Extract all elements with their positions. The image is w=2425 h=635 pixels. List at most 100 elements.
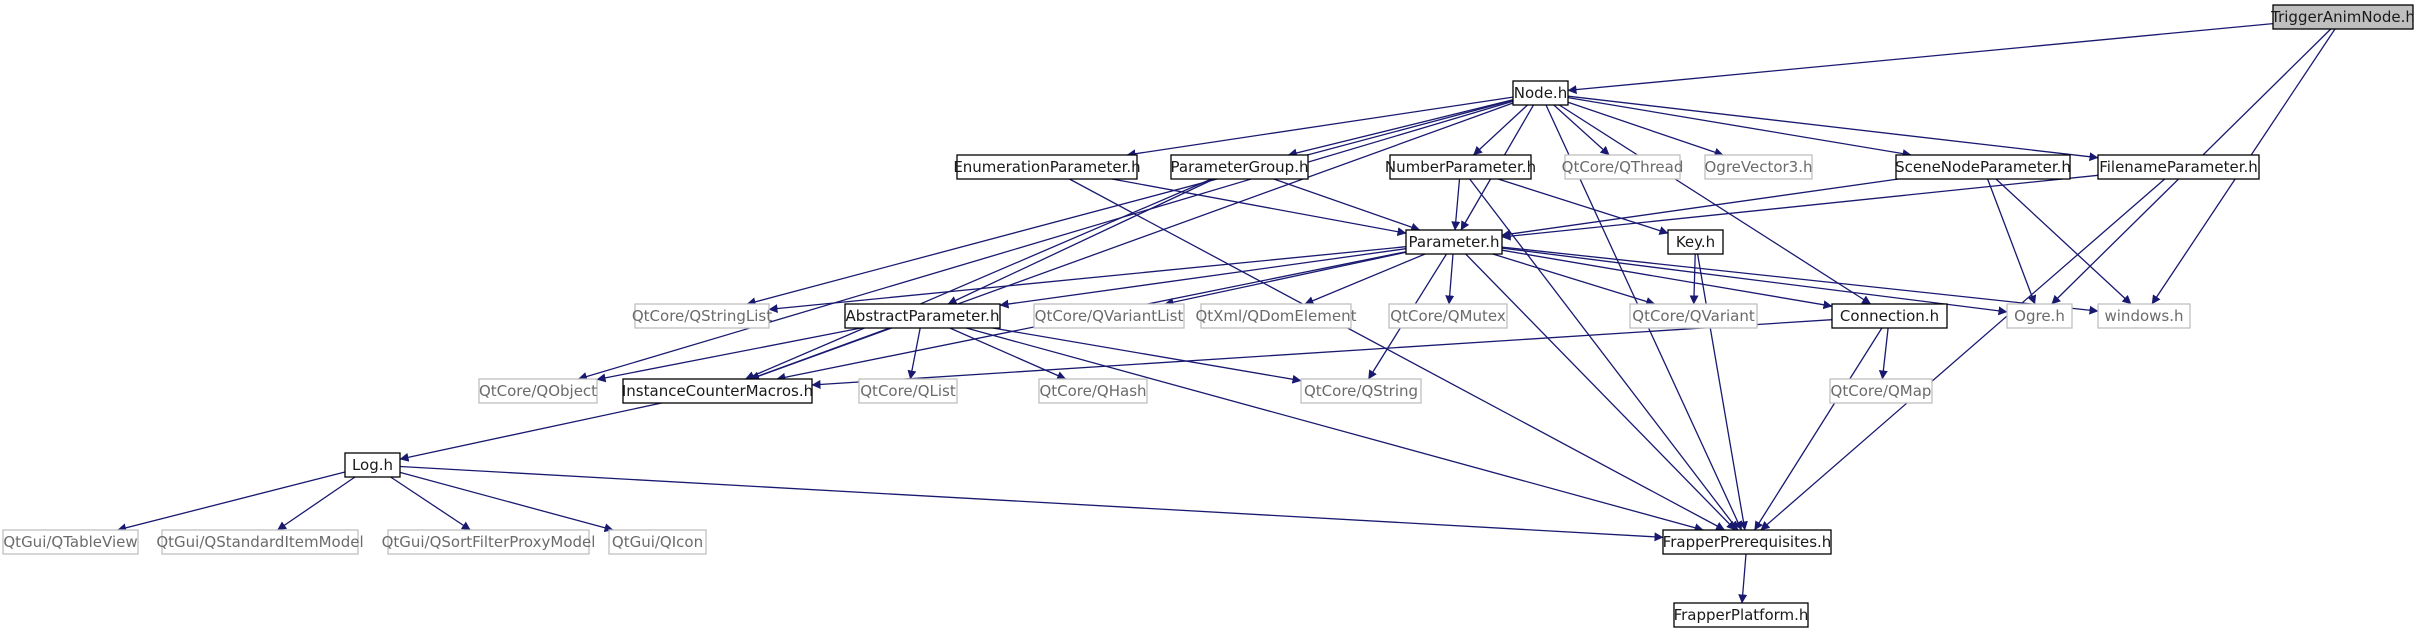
node-box bbox=[844, 303, 1001, 329]
node-box bbox=[161, 529, 359, 555]
edge-param-to-windows bbox=[1501, 246, 2099, 315]
edge-enum-to-prereq bbox=[1069, 178, 1725, 531]
node-label: FilenameParameter.h bbox=[2099, 158, 2258, 176]
node-box bbox=[1388, 303, 1508, 329]
node-box bbox=[1662, 529, 1832, 555]
node-label: QtCore/QList bbox=[860, 382, 956, 400]
node-filename[interactable]: FilenameParameter.h bbox=[2097, 154, 2260, 180]
edge-node-to-qstringlist bbox=[746, 99, 1514, 307]
node-label: QtCore/QVariant bbox=[1632, 307, 1755, 325]
node-box bbox=[1564, 154, 1681, 180]
node-qicon: QtGui/QIcon bbox=[608, 529, 707, 555]
node-label: Parameter.h bbox=[1409, 233, 1500, 251]
node-label: Log.h bbox=[352, 456, 393, 474]
edge-connection-to-qmap bbox=[1878, 327, 1889, 380]
edge-node-to-qobject bbox=[577, 100, 1514, 381]
edge-param-to-qstringlist bbox=[768, 246, 1407, 314]
node-qtableview: QtGui/QTableView bbox=[2, 529, 139, 555]
node-label: ParameterGroup.h bbox=[1171, 158, 1309, 176]
node-icmacros[interactable]: InstanceCounterMacros.h bbox=[622, 378, 813, 404]
edge-param-to-qdom bbox=[1304, 253, 1426, 305]
edge-abstract-to-qobject bbox=[596, 327, 862, 383]
node-scenenode[interactable]: SceneNodeParameter.h bbox=[1895, 154, 2071, 180]
node-box bbox=[1300, 378, 1422, 404]
node-qvariantlist: QtCore/QVariantList bbox=[1033, 303, 1185, 329]
node-box bbox=[344, 452, 401, 478]
node-box bbox=[1704, 154, 1813, 180]
node-qdom: QtXml/QDomElement bbox=[1195, 303, 1357, 329]
node-qstring: QtCore/QString bbox=[1300, 378, 1422, 404]
edge-log-to-qsfpm bbox=[390, 476, 471, 531]
edge-pgroup-to-param bbox=[1273, 178, 1421, 232]
node-ogrevec: OgreVector3.h bbox=[1704, 154, 1813, 180]
node-param[interactable]: Parameter.h bbox=[1405, 229, 1503, 255]
node-box bbox=[1038, 378, 1148, 404]
node-qsfpm: QtGui/QSortFilterProxyModel bbox=[382, 529, 595, 555]
edge-key-to-prereq bbox=[1696, 253, 1748, 531]
node-label: OgreVector3.h bbox=[1704, 158, 1812, 176]
node-trigger[interactable]: TriggerAnimNode.h bbox=[2270, 4, 2415, 30]
node-key[interactable]: Key.h bbox=[1667, 229, 1724, 255]
node-label: QtCore/QVariantList bbox=[1035, 307, 1184, 325]
node-node[interactable]: Node.h bbox=[1512, 80, 1569, 106]
edge-enum-to-param bbox=[1111, 178, 1407, 237]
node-pgroup[interactable]: ParameterGroup.h bbox=[1170, 154, 1309, 180]
edge-node-to-qthread bbox=[1553, 104, 1610, 156]
node-box bbox=[1831, 303, 1948, 329]
node-qstringlist: QtCore/QStringList bbox=[632, 303, 772, 329]
edge-prereq-to-platform bbox=[1738, 553, 1748, 604]
node-label: Connection.h bbox=[1840, 307, 1939, 325]
node-label: QtGui/QIcon bbox=[612, 533, 703, 551]
node-label: Ogre.h bbox=[2014, 307, 2065, 325]
edge-abstract-to-prereq bbox=[966, 327, 1704, 533]
node-box bbox=[956, 154, 1138, 180]
edge-trigger-to-node bbox=[1567, 22, 2274, 95]
edge-filename-to-prereq bbox=[1760, 178, 2166, 531]
node-label: EnumerationParameter.h bbox=[953, 158, 1140, 176]
node-box bbox=[387, 529, 590, 555]
node-box bbox=[2006, 303, 2073, 329]
edge-node-to-number bbox=[1473, 104, 1528, 156]
node-label: QtXml/QDomElement bbox=[1195, 307, 1356, 325]
edge-pgroup-to-abstract bbox=[947, 178, 1215, 305]
node-prereq[interactable]: FrapperPrerequisites.h bbox=[1662, 529, 1832, 555]
edge-log-to-qtableview bbox=[117, 471, 346, 533]
node-enum[interactable]: EnumerationParameter.h bbox=[953, 154, 1141, 180]
node-box bbox=[1512, 80, 1569, 106]
node-label: QtCore/QMap bbox=[1831, 382, 1932, 400]
node-box bbox=[1673, 602, 1809, 628]
node-box bbox=[1200, 303, 1352, 329]
node-box bbox=[608, 529, 707, 555]
edge-param-to-qvariant bbox=[1492, 253, 1656, 306]
node-box bbox=[858, 378, 958, 404]
node-label: QtCore/QHash bbox=[1039, 382, 1146, 400]
node-number[interactable]: NumberParameter.h bbox=[1385, 154, 1536, 180]
node-label: AbstractParameter.h bbox=[846, 307, 1000, 325]
node-connection[interactable]: Connection.h bbox=[1831, 303, 1948, 329]
edge-node-to-scenenode bbox=[1567, 96, 1912, 159]
node-abstract[interactable]: AbstractParameter.h bbox=[844, 303, 1001, 329]
node-label: QtCore/QStringList bbox=[632, 307, 772, 325]
edge-param-to-abstract bbox=[999, 248, 1407, 309]
node-box bbox=[2, 529, 139, 555]
node-qlist: QtCore/QList bbox=[858, 378, 958, 404]
node-box bbox=[634, 303, 770, 329]
edge-param-to-qvariantlist bbox=[1164, 251, 1407, 307]
edge-node-to-ogrevec bbox=[1567, 101, 1724, 157]
edge-param-to-qmutex bbox=[1445, 253, 1455, 305]
node-label: QtCore/QThread bbox=[1562, 158, 1684, 176]
edge-param-to-ogre bbox=[1501, 247, 2008, 316]
node-label: windows.h bbox=[2105, 307, 2184, 325]
node-platform[interactable]: FrapperPlatform.h bbox=[1673, 602, 1809, 628]
edge-number-to-key bbox=[1497, 178, 1669, 235]
node-qthread: QtCore/QThread bbox=[1562, 154, 1684, 180]
node-box bbox=[1629, 303, 1758, 329]
node-box bbox=[622, 378, 813, 404]
edges-layer bbox=[117, 22, 2336, 604]
node-label: SceneNodeParameter.h bbox=[1895, 158, 2071, 176]
node-box bbox=[1389, 154, 1532, 180]
node-log[interactable]: Log.h bbox=[344, 452, 401, 478]
node-label: FrapperPrerequisites.h bbox=[1663, 533, 1832, 551]
node-windows: windows.h bbox=[2097, 303, 2191, 329]
